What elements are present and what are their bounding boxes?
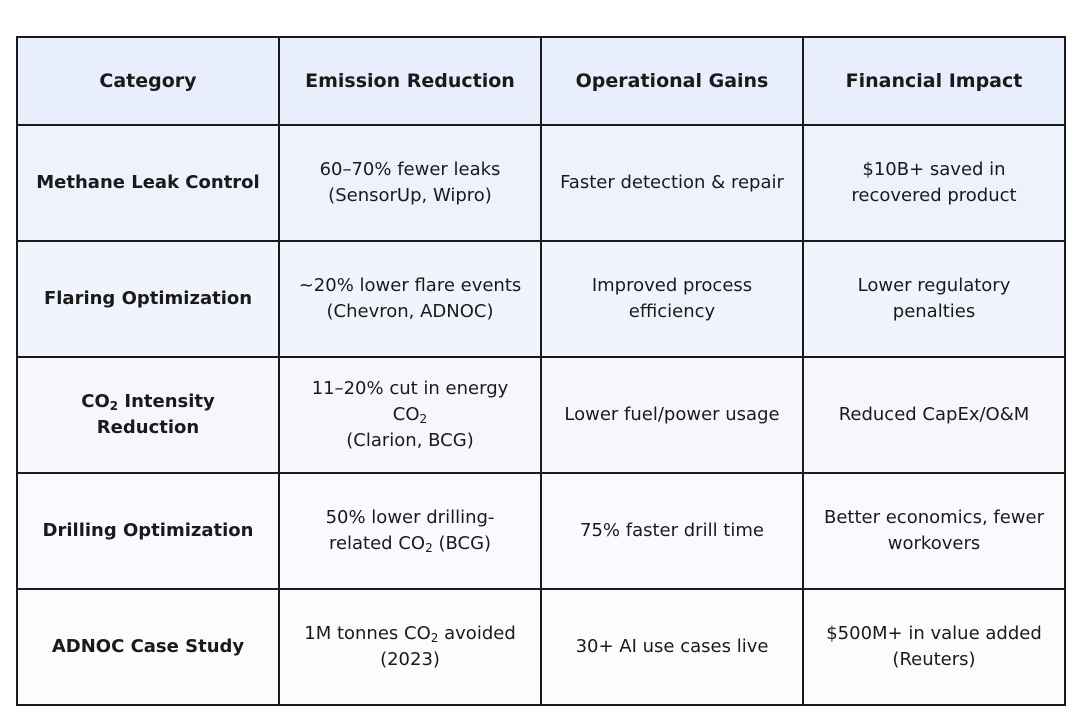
cell-line: (2023): [380, 649, 440, 670]
header-row: Category Emission Reduction Operational …: [16, 36, 1066, 126]
row-financial-impact: Better economics, fewer workovers: [802, 472, 1066, 590]
comparison-table-container: Category Emission Reduction Operational …: [16, 36, 1066, 706]
cell-line: Lower fuel/power usage: [564, 404, 780, 425]
row-emission-reduction: 60–70% fewer leaks (SensorUp, Wipro): [278, 124, 542, 242]
table-row: Flaring Optimization ~20% lower flare ev…: [16, 240, 1066, 358]
cell-line: workovers: [887, 533, 981, 554]
cell-line: related CO2 (BCG): [292, 531, 528, 557]
subscript: 2: [419, 412, 428, 426]
header-financial-impact: Financial Impact: [802, 36, 1066, 126]
category-text: CO: [81, 391, 110, 412]
cell-line: (Chevron, ADNOC): [326, 301, 494, 322]
row-category: ADNOC Case Study: [16, 588, 280, 706]
cell-line: (Reuters): [892, 649, 976, 670]
table-row: CO2 Intensity Reduction 11–20% cut in en…: [16, 356, 1066, 474]
table-row: Methane Leak Control 60–70% fewer leaks …: [16, 124, 1066, 242]
row-operational-gains: Improved process efficiency: [540, 240, 804, 358]
cell-line: Faster detection & repair: [560, 172, 784, 193]
cell-line: Better economics, fewer: [824, 507, 1044, 528]
cell-line: Lower regulatory: [857, 275, 1011, 296]
row-operational-gains: Faster detection & repair: [540, 124, 804, 242]
cell-text: avoided: [438, 623, 516, 644]
row-emission-reduction: 11–20% cut in energy CO2 (Clarion, BCG): [278, 356, 542, 474]
table-row: ADNOC Case Study 1M tonnes CO2 avoided (…: [16, 588, 1066, 706]
row-category: Drilling Optimization: [16, 472, 280, 590]
category-text: Intensity Reduction: [96, 391, 215, 438]
header-category: Category: [16, 36, 280, 126]
row-financial-impact: Lower regulatory penalties: [802, 240, 1066, 358]
cell-line: Reduced CapEx/O&M: [838, 404, 1030, 425]
row-category: CO2 Intensity Reduction: [16, 356, 280, 474]
cell-line: (SensorUp, Wipro): [328, 185, 492, 206]
cell-line: Improved process: [591, 275, 753, 296]
cell-text: 1M tonnes CO: [304, 623, 431, 644]
cell-line: $10B+ saved in: [862, 159, 1006, 180]
cell-line: ~20% lower flare events: [298, 275, 522, 296]
cell-text: (BCG): [432, 533, 492, 554]
row-category: Methane Leak Control: [16, 124, 280, 242]
cell-line: efficiency: [628, 301, 716, 322]
cell-line: recovered product: [851, 185, 1017, 206]
cell-text: 11–20% cut in energy CO: [311, 378, 509, 425]
row-emission-reduction: ~20% lower flare events (Chevron, ADNOC): [278, 240, 542, 358]
row-emission-reduction: 1M tonnes CO2 avoided (2023): [278, 588, 542, 706]
row-operational-gains: 75% faster drill time: [540, 472, 804, 590]
row-operational-gains: 30+ AI use cases live: [540, 588, 804, 706]
cell-text: related CO: [328, 533, 426, 554]
row-emission-reduction: 50% lower drilling- related CO2 (BCG): [278, 472, 542, 590]
row-operational-gains: Lower fuel/power usage: [540, 356, 804, 474]
cell-line: 75% faster drill time: [580, 520, 764, 541]
subscript: 2: [109, 399, 119, 413]
comparison-table: Category Emission Reduction Operational …: [16, 36, 1066, 706]
cell-line: 60–70% fewer leaks: [319, 159, 501, 180]
subscript: 2: [425, 541, 433, 555]
header-operational-gains: Operational Gains: [540, 36, 804, 126]
header-emission-reduction: Emission Reduction: [278, 36, 542, 126]
cell-line: penalties: [892, 301, 976, 322]
row-category: Flaring Optimization: [16, 240, 280, 358]
cell-line: 30+ AI use cases live: [575, 636, 769, 657]
cell-line: 50% lower drilling-: [325, 507, 495, 528]
cell-line: 11–20% cut in energy CO2: [292, 376, 528, 428]
row-financial-impact: Reduced CapEx/O&M: [802, 356, 1066, 474]
table-row: Drilling Optimization 50% lower drilling…: [16, 472, 1066, 590]
cell-line: $500M+ in value added: [826, 623, 1042, 644]
cell-line: 1M tonnes CO2 avoided: [292, 621, 528, 647]
subscript: 2: [430, 631, 439, 645]
cell-line: (Clarion, BCG): [346, 430, 474, 451]
row-financial-impact: $10B+ saved in recovered product: [802, 124, 1066, 242]
row-financial-impact: $500M+ in value added (Reuters): [802, 588, 1066, 706]
